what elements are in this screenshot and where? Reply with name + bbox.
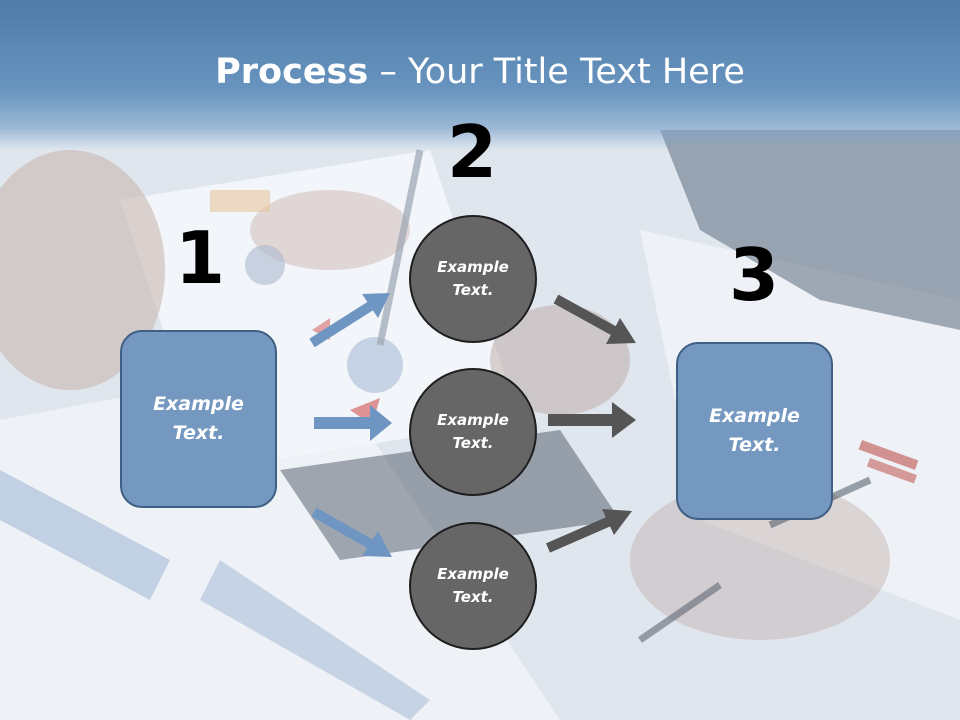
title-rest: – Your Title Text Here xyxy=(368,52,745,92)
arrow-to-bottom-circle xyxy=(311,507,392,557)
step-number-2: 2 xyxy=(446,110,498,194)
step-2-circle-middle: Example Text. xyxy=(409,368,537,496)
arrow-from-middle-circle xyxy=(548,402,636,438)
slide-title: Process – Your Title Text Here xyxy=(0,52,960,92)
circle-text: Example Text. xyxy=(437,411,509,452)
circle-text: Example Text. xyxy=(437,565,509,606)
title-bar: Process – Your Title Text Here xyxy=(0,0,960,150)
step-1-box: Example Text. xyxy=(120,330,277,508)
arrow-to-middle-circle xyxy=(314,405,392,441)
step-1-text: Example Text. xyxy=(153,393,244,444)
arrow-from-bottom-circle xyxy=(546,509,632,553)
step-3-text: Example Text. xyxy=(709,405,800,456)
step-3-box: Example Text. xyxy=(676,342,833,520)
title-bold: Process xyxy=(215,52,369,92)
arrow-to-top-circle xyxy=(309,293,390,348)
step-number-1: 1 xyxy=(174,216,226,300)
step-number-3: 3 xyxy=(728,233,780,317)
step-2-circle-bottom: Example Text. xyxy=(409,522,537,650)
arrow-from-top-circle xyxy=(553,294,636,344)
step-2-circle-top: Example Text. xyxy=(409,215,537,343)
circle-text: Example Text. xyxy=(437,258,509,299)
